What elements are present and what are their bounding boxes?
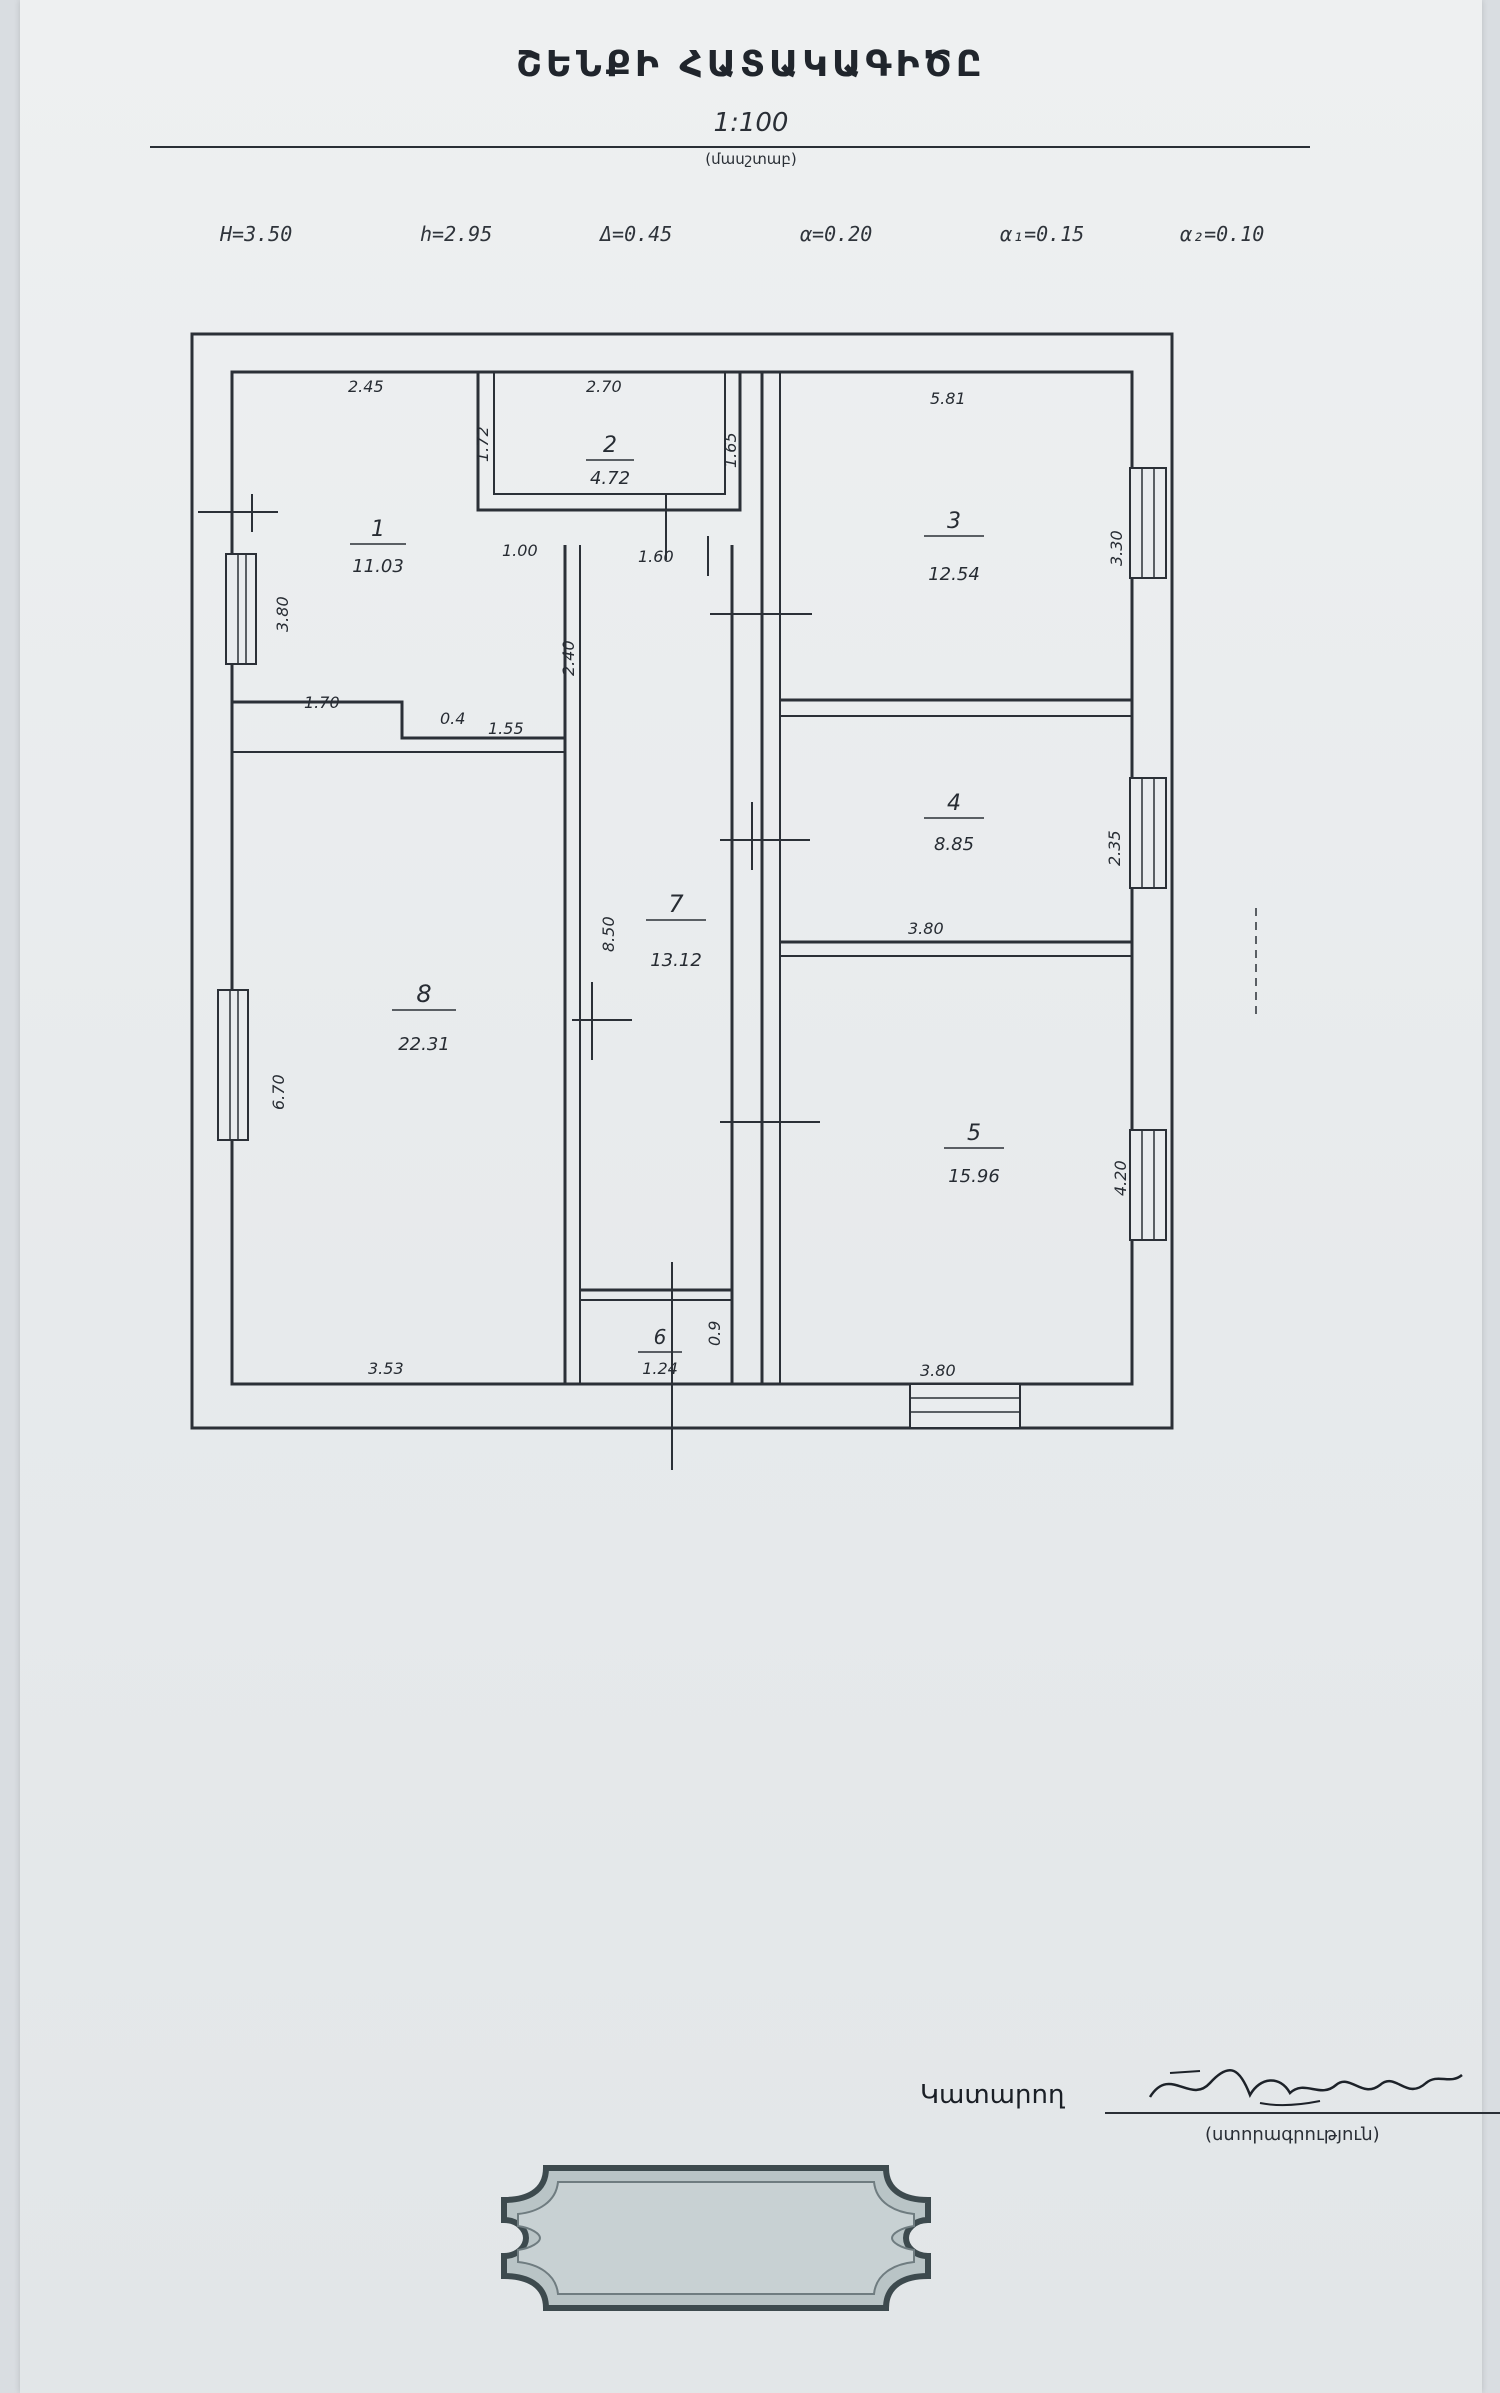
room-2-inner-wall <box>493 372 726 495</box>
dim-partition-b: 0.4 <box>440 709 465 728</box>
param-alpha: α=0.20 <box>800 222 873 246</box>
room-4-number: 4 <box>947 791 961 816</box>
room-6-area: 1.24 <box>642 1359 678 1378</box>
floor-plan: 1 11.03 2 4.72 3 12.54 4 8.85 5 15.96 6 … <box>190 332 1257 1470</box>
room-4-area: 8.85 <box>934 834 974 855</box>
left-block-wall <box>230 370 764 1386</box>
window-room-4 <box>1129 777 1167 889</box>
room-8-number: 8 <box>416 980 431 1008</box>
room-8-area: 22.31 <box>398 1034 450 1055</box>
window-room-3 <box>1129 467 1167 579</box>
dim-room-6-side: 0.9 <box>705 1321 724 1346</box>
dim-room-2-width: 2.70 <box>586 377 622 396</box>
document-title: ՇԵՆՔԻ ՀԱՏԱԿԱԳԻԾԸ <box>516 44 986 85</box>
room-2-area: 4.72 <box>590 468 630 489</box>
scale-caption: (մասշտաբ) <box>705 150 797 168</box>
scale-underline <box>150 146 1310 148</box>
dim-room-1-height: 3.80 <box>273 596 292 632</box>
dim-room-5-width: 3.80 <box>920 1361 956 1380</box>
param-room-height: h=2.95 <box>420 222 493 246</box>
dim-room-8-height: 6.70 <box>269 1074 288 1110</box>
param-alpha-1: α₁=0.15 <box>1000 222 1085 246</box>
dim-corridor-upper: 2.40 <box>559 640 578 676</box>
param-plinth-height: Δ=0.45 <box>600 222 673 246</box>
room-5-area: 15.96 <box>948 1166 1000 1187</box>
dim-room-1-bottom-a: 1.00 <box>502 541 538 560</box>
dim-room-2-height: 1.72 <box>473 426 492 462</box>
decorative-frame-ornament <box>501 2165 931 2311</box>
dim-corridor-height: 8.50 <box>599 916 618 952</box>
room-3-number: 3 <box>947 509 961 534</box>
signature-caption: (ստորագրություն) <box>1205 2124 1380 2145</box>
dim-partition-a: 1.70 <box>304 693 340 712</box>
window-room-8 <box>217 989 249 1141</box>
dim-partition-c: 1.55 <box>488 719 524 738</box>
entrance-steps <box>909 1383 1021 1429</box>
outer-wall <box>190 332 1174 1430</box>
dim-room-3-height: 3.30 <box>1107 530 1126 566</box>
room-1-lower-wall <box>232 700 565 740</box>
room-3-area: 12.54 <box>928 564 980 585</box>
room-1-area: 11.03 <box>352 556 404 577</box>
dim-room-1-width: 2.45 <box>348 377 384 396</box>
window-room-1 <box>225 553 257 665</box>
performer-label: Կատարող <box>920 2080 1065 2110</box>
dim-room-4-height: 2.35 <box>1105 830 1124 866</box>
room-7-area: 13.12 <box>650 950 702 971</box>
window-room-5 <box>1129 1129 1167 1241</box>
plan-sheet: ՇԵՆՔԻ ՀԱՏԱԿԱԳԻԾԸ 1:100 (մասշտաբ) H=3.50 … <box>20 0 1500 2393</box>
dim-room-4-width: 3.80 <box>908 919 944 938</box>
param-building-height: H=3.50 <box>220 222 293 246</box>
dim-room-1-bottom-b: 1.60 <box>638 547 674 566</box>
room-5-number: 5 <box>967 1121 981 1146</box>
room-2-wall <box>476 372 742 512</box>
dim-room-2-side: 1.65 <box>721 432 740 468</box>
room-1-number: 1 <box>371 517 385 542</box>
param-alpha-2: α₂=0.10 <box>1180 222 1265 246</box>
room-7-number: 7 <box>668 890 684 918</box>
dim-room-8-width: 3.53 <box>368 1359 404 1378</box>
handwritten-signature <box>1148 2069 1463 2107</box>
room-2-number: 2 <box>603 433 617 458</box>
scale-value: 1:100 <box>713 108 789 138</box>
dim-room-5-height: 4.20 <box>1111 1160 1130 1196</box>
signature-line <box>1105 2112 1500 2114</box>
dim-room-3-width: 5.81 <box>930 389 966 408</box>
room-6-number: 6 <box>654 1325 667 1349</box>
